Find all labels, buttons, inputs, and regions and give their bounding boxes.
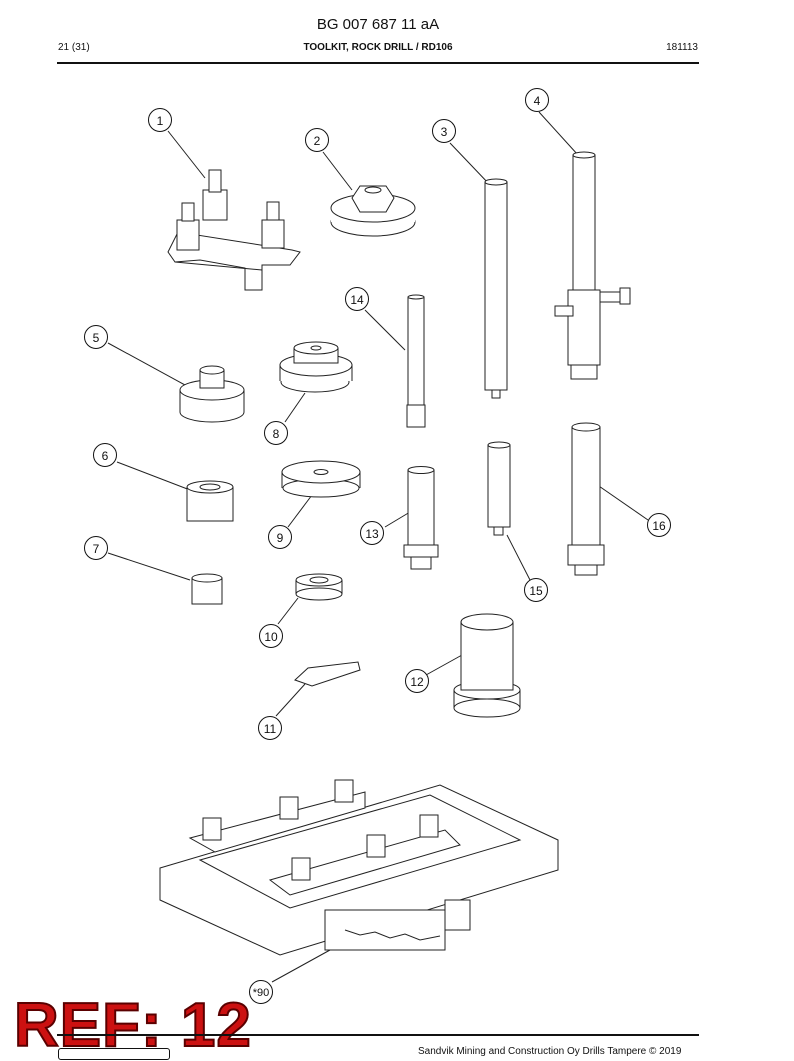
- part-1-plate: [167, 169, 301, 291]
- part-16-tall-drift: [567, 422, 605, 576]
- part-7-small-sleeve: [191, 573, 223, 605]
- callout-2: 2: [305, 128, 329, 152]
- callout-6: 6: [93, 443, 117, 467]
- footer-copyright: Sandvik Mining and Construction Oy Drill…: [418, 1046, 682, 1057]
- callout-3: 3: [432, 119, 456, 143]
- header-rule: [57, 62, 699, 64]
- part-11-shim: [294, 661, 361, 687]
- document-code: BG 007 687 11 aA: [316, 16, 440, 33]
- footer-rule: [57, 1034, 699, 1036]
- part-90-fixture-frame: [159, 779, 559, 956]
- part-12-cup-sleeve: [453, 613, 521, 718]
- part-13-drift: [403, 466, 439, 570]
- callout-1: 1: [148, 108, 172, 132]
- callout-4: 4: [525, 88, 549, 112]
- callout-5: 5: [84, 325, 108, 349]
- ref-stamp: REF: 12: [13, 990, 252, 1061]
- callout-9: 9: [268, 525, 292, 549]
- part-5-puller: [179, 365, 245, 423]
- callout-10: 10: [259, 624, 283, 648]
- callout-8: 8: [264, 421, 288, 445]
- part-9-flat-disk: [281, 460, 361, 498]
- page-number: 21 (31): [58, 42, 90, 53]
- part-15-short-rod: [487, 441, 511, 536]
- leader-lines: [107, 111, 649, 983]
- callout-90: *90: [249, 980, 273, 1004]
- callout-7: 7: [84, 536, 108, 560]
- part-6-sleeve: [186, 480, 234, 522]
- part-8-stepped-disk: [279, 341, 353, 393]
- page-title: TOOLKIT, ROCK DRILL / RD106: [303, 42, 453, 53]
- part-2-nut-fixture: [330, 185, 416, 237]
- sandvik-logo: [58, 1048, 170, 1060]
- callout-16: 16: [647, 513, 671, 537]
- date-code: 181113: [666, 42, 698, 53]
- callout-14: 14: [345, 287, 369, 311]
- part-3-rod: [484, 178, 508, 399]
- callout-15: 15: [524, 578, 548, 602]
- part-10-ring: [295, 573, 343, 601]
- part-4-rod-handle: [554, 151, 631, 380]
- callout-11: 11: [258, 716, 282, 740]
- callout-12: 12: [405, 669, 429, 693]
- callout-13: 13: [360, 521, 384, 545]
- part-14-slim-rod: [406, 294, 426, 428]
